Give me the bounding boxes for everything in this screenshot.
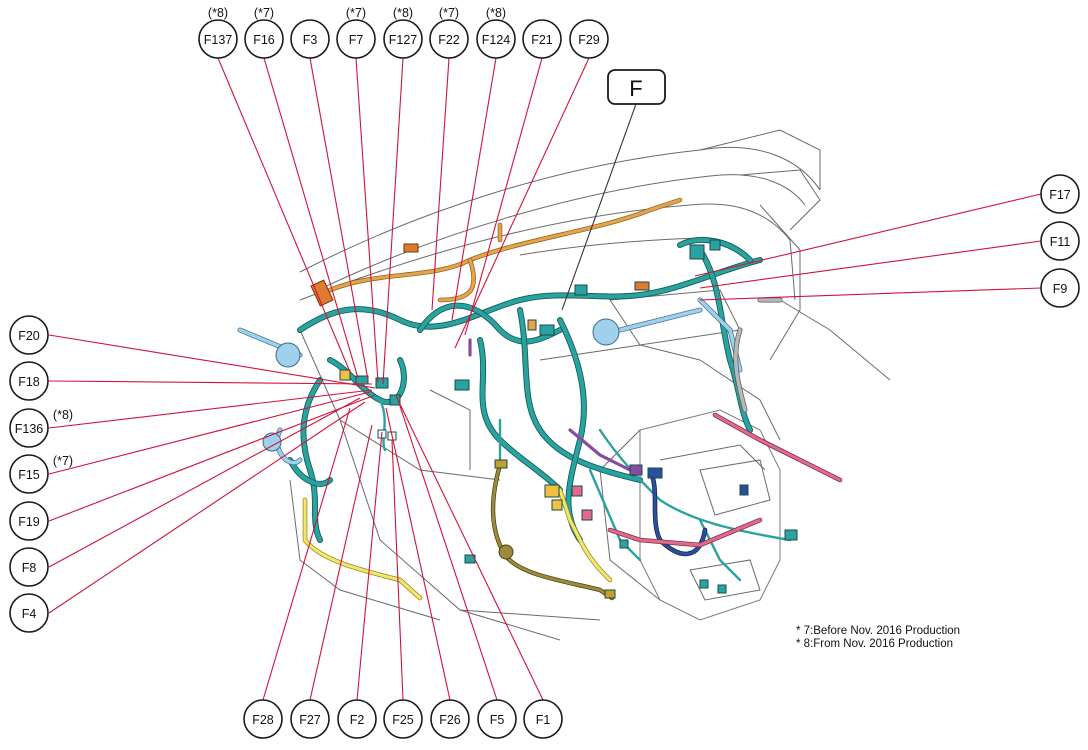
connector-callout-f9: F9 [1040, 268, 1080, 308]
connector-label-f27: F27 [299, 713, 321, 727]
connector-callout-f21: F21 [522, 19, 562, 59]
connector-label-f22: F22 [438, 33, 460, 47]
connector-label-f21: F21 [531, 33, 553, 47]
connector-note-f127: (*8) [393, 6, 413, 20]
connector-label-f15: F15 [18, 468, 40, 482]
connector-callout-f16: (*7) F16 [244, 6, 284, 59]
connector-callout-f20: F20 [9, 315, 49, 355]
connector-callout-f5: F5 [477, 699, 517, 739]
connector-callout-f136: (*8) F136 [9, 408, 73, 448]
connector-callout-f137: (*8) F137 [198, 6, 238, 59]
connector-label-f124: F124 [482, 33, 511, 47]
connector-label-f1: F1 [536, 713, 551, 727]
harness-bundles [237, 197, 843, 601]
connector-callout-f4: F4 [9, 593, 49, 633]
connector-label-f28: F28 [252, 713, 274, 727]
connector-note-f15: (*7) [53, 454, 73, 468]
connector-callout-f15: (*7) F15 [9, 454, 73, 494]
connector-note-f136: (*8) [53, 408, 73, 422]
connector-note-f22: (*7) [439, 6, 459, 20]
connector-row-bottom: F28 F27 F2 F25 F26 F5 F1 [243, 699, 563, 739]
connector-label-f29: F29 [578, 33, 600, 47]
connector-callout-f25: F25 [383, 699, 423, 739]
connector-callout-f17: F17 [1040, 174, 1080, 214]
connector-note-f137: (*8) [208, 6, 228, 20]
connector-callout-f11: F11 [1040, 221, 1080, 261]
connector-callout-f127: (*8) F127 [383, 6, 423, 59]
connector-callout-f27: F27 [290, 699, 330, 739]
connector-callout-f22: (*7) F22 [429, 6, 469, 59]
leader-lines [48, 57, 1042, 701]
connector-note-f16: (*7) [254, 6, 274, 20]
connector-label-f5: F5 [490, 713, 505, 727]
connector-label-f3: F3 [303, 33, 318, 47]
connector-label-f7: F7 [349, 33, 364, 47]
connector-label-f20: F20 [18, 329, 40, 343]
connector-label-f127: F127 [389, 33, 418, 47]
connector-label-f2: F2 [350, 713, 365, 727]
connector-callout-f28: F28 [243, 699, 283, 739]
production-footnotes: * 7:Before Nov. 2016 Production * 8:From… [796, 625, 960, 651]
connector-note-f7: (*7) [346, 6, 366, 20]
connector-column-left: F20 F18 (*8) F136 (*7) F15 F19 F8 F4 [9, 315, 73, 633]
location-label-box: F [607, 69, 666, 105]
footnote-before-nov-2016: * 7:Before Nov. 2016 Production [796, 625, 961, 637]
connector-callout-f124: (*8) F124 [476, 6, 516, 59]
connector-label-f25: F25 [392, 713, 414, 727]
connector-callout-f19: F19 [9, 501, 49, 541]
connector-callout-f18: F18 [9, 361, 49, 401]
connector-callout-f2: F2 [337, 699, 377, 739]
connector-row-top: (*8) F137 (*7) F16 F3 (*7) F7 (*8) F127 … [198, 6, 609, 59]
connector-callout-f8: F8 [9, 547, 49, 587]
connector-label-f8: F8 [22, 561, 37, 575]
connector-label-f9: F9 [1053, 282, 1068, 296]
connector-callout-f29: F29 [569, 19, 609, 59]
connector-label-f136: F136 [15, 422, 44, 436]
connector-label-f26: F26 [439, 713, 461, 727]
connector-label-f16: F16 [253, 33, 275, 47]
location-label: F [629, 76, 642, 101]
connector-note-f124: (*8) [486, 6, 506, 20]
connector-callout-f3: F3 [290, 19, 330, 59]
connector-column-right: F17 F11 F9 [1040, 174, 1080, 308]
connector-label-f137: F137 [204, 33, 233, 47]
connector-label-f4: F4 [22, 607, 37, 621]
connector-label-f19: F19 [18, 515, 40, 529]
connector-label-f17: F17 [1049, 188, 1071, 202]
footnote-from-nov-2016: * 8:From Nov. 2016 Production [796, 638, 954, 650]
connector-callout-f1: F1 [523, 699, 563, 739]
connector-callout-f26: F26 [430, 699, 470, 739]
connector-label-f11: F11 [1050, 235, 1071, 249]
connector-label-f18: F18 [18, 375, 40, 389]
connector-callout-f7: (*7) F7 [336, 6, 376, 59]
